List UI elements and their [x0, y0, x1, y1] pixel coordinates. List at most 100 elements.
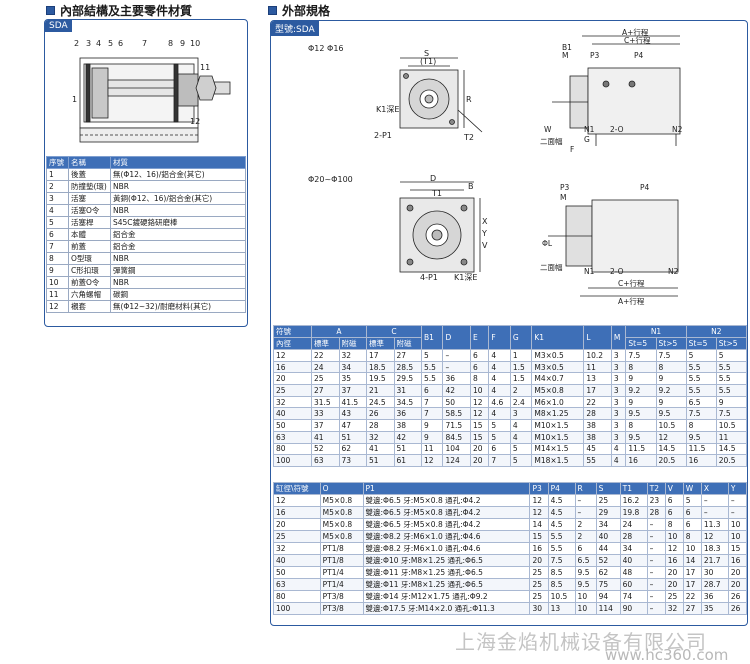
table-cell: –	[646, 602, 666, 615]
table-cell: –	[727, 506, 748, 519]
table-cell: NBR	[110, 252, 246, 265]
table-cell: 無(Φ12、16)/鋁合金(其它)	[110, 168, 246, 181]
table-cell: 9.2	[625, 384, 657, 397]
table-cell: 12	[273, 349, 312, 362]
table-cell: 6	[664, 494, 684, 507]
table-cell: 2	[574, 518, 597, 531]
table-cell: 24	[311, 360, 340, 374]
table-cell: 41	[311, 430, 340, 444]
part-number-12: 12	[190, 117, 200, 126]
table-cell: PT1/4	[319, 566, 364, 579]
table-cell: –	[646, 590, 666, 603]
side-view-small-bore-drawing: A+行程 C+行程 B1 M P3 P4 N1 2-O N2 W G 二面幅 F	[540, 28, 683, 154]
table-cell: M3×0.5	[531, 360, 585, 374]
table-cell: 4	[488, 360, 511, 374]
table-cell: M5×0.8	[319, 530, 364, 543]
table-cell: 17	[366, 349, 395, 362]
part-number-11: 11	[200, 63, 210, 72]
table-cell: 12	[420, 454, 444, 467]
table-cell: 28.7	[700, 578, 729, 591]
table-cell: 7	[46, 240, 69, 253]
dim-k1-large: K1深E	[454, 273, 477, 282]
table-cell: 3	[46, 192, 69, 205]
table-cell: 11	[583, 360, 612, 374]
table-cell: 6	[574, 542, 597, 555]
table-cell: 10	[727, 518, 748, 531]
table-cell: 5	[509, 442, 533, 456]
dim-n1-large: N1	[584, 267, 595, 276]
table-cell: 雙邊:Φ6.5 牙:M5×0.8 通孔:Φ4.2	[362, 506, 531, 519]
table-cell: 20	[727, 566, 748, 579]
table-cell: 40	[595, 530, 621, 543]
table-cell: 1	[509, 349, 533, 362]
table-cell: 42	[393, 430, 422, 444]
table-cell: 20	[273, 518, 321, 531]
table-cell: 1.5	[509, 360, 533, 374]
table-cell: 雙邊:Φ14 牙:M12×1.75 通孔:Φ9.2	[362, 590, 531, 603]
table-cell: 48	[619, 566, 648, 579]
table-cell: 10.2	[583, 349, 612, 362]
table-cell: 3	[610, 419, 627, 432]
table-cell: 25	[311, 372, 340, 386]
table-cell: 22	[583, 395, 612, 409]
table-cell: C形扣環	[68, 264, 111, 277]
table-cell: 9	[46, 264, 69, 277]
table-cell: –	[700, 506, 729, 519]
table-cell: 5.5	[715, 384, 748, 397]
table-cell: 26	[727, 590, 748, 603]
table-cell: 36	[700, 590, 729, 603]
table-cell: 3	[610, 430, 627, 444]
dim-n2-small: N2	[672, 125, 683, 134]
table-cell: 9	[655, 372, 687, 386]
dim-t1-small: (T1)	[420, 57, 436, 66]
table-cell: 63	[273, 430, 312, 444]
table-cell: 14	[682, 554, 702, 567]
dim-c-stroke-small: C+行程	[624, 35, 651, 45]
table-cell: 38	[393, 419, 422, 432]
part-number-4: 4	[96, 39, 101, 48]
table-cell: 61	[393, 454, 422, 467]
dim-r-small: R	[466, 95, 472, 104]
table-header-cell: P3	[529, 482, 549, 495]
table-cell: 1	[46, 168, 69, 181]
table-cell: 雙邊:Φ11 牙:M8×1.25 通孔:Φ6.5	[362, 578, 531, 591]
front-view-small-bore-drawing: S (T1) R K1深E 2-P1 T2	[374, 50, 483, 142]
table-cell: 8	[625, 419, 657, 432]
table-cell: 41	[366, 442, 395, 456]
table-cell: M8×1.25	[531, 407, 585, 421]
table-cell: 彈簧鋼	[110, 264, 246, 277]
dim-w-small: W	[544, 125, 552, 134]
table-cell: 4	[610, 454, 627, 467]
table-cell: 62	[338, 442, 367, 456]
table-cell: 3	[610, 395, 627, 409]
table-cell: 雙邊:Φ8.2 牙:M6×1.0 通孔:Φ4.6	[362, 542, 531, 555]
table-cell: 36	[393, 407, 422, 421]
table-cell: 32	[664, 602, 684, 615]
table-cell: 36	[442, 372, 471, 386]
table-cell: 12	[529, 494, 549, 507]
table-cell: 32	[273, 542, 321, 555]
table-cell: 25	[595, 494, 621, 507]
side-view-large-bore-drawing: P3 M P4 ΦL N1 2-O N2 二面幅 C+行程 A+行程	[540, 183, 679, 306]
table-cell: 20	[469, 454, 490, 467]
table-cell: 9.5	[625, 407, 657, 421]
table-cell: 16	[664, 554, 684, 567]
table-cell: M10×1.5	[531, 430, 585, 444]
table-cell: 51	[393, 442, 422, 456]
table-cell: 7	[420, 407, 444, 421]
table-cell: 12	[529, 506, 549, 519]
table-cell: 5.5	[547, 542, 576, 555]
table-cell: 襯套	[68, 300, 111, 313]
dim-p1-large: 4-P1	[420, 273, 438, 282]
table-cell: 雙邊:Φ10 牙:M8×1.25 通孔:Φ6.5	[362, 554, 531, 567]
table-cell: 31.5	[311, 395, 340, 409]
table-cell: 25	[273, 530, 321, 543]
table-cell: 28	[583, 407, 612, 421]
dim-s-small: S	[424, 50, 429, 58]
table-cell: 3	[610, 407, 627, 421]
